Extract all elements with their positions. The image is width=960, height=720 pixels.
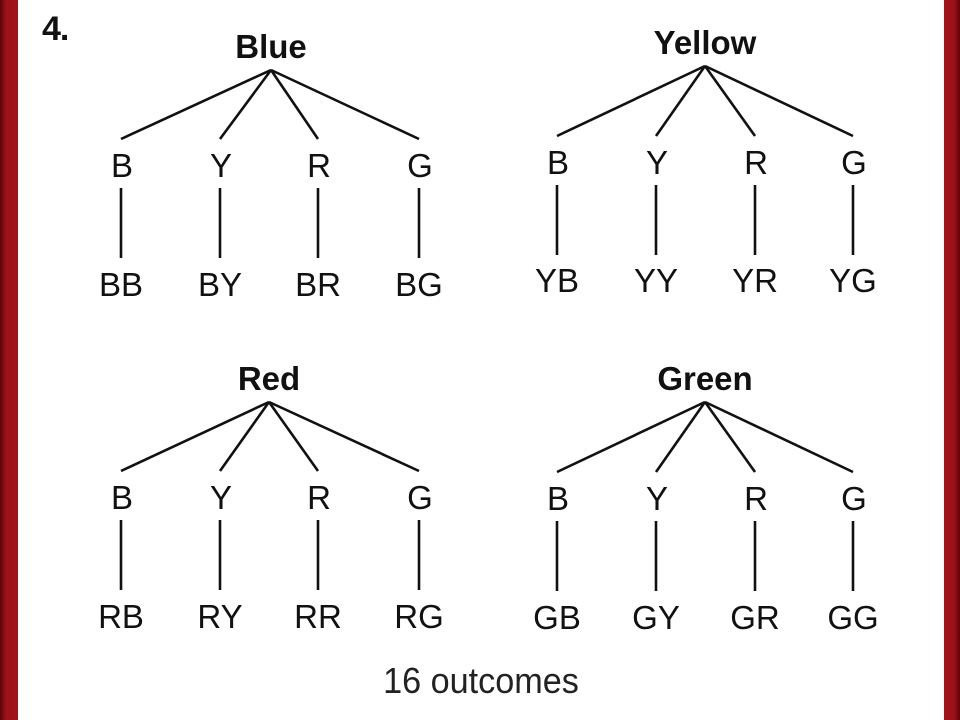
tree-root-label: Yellow [654,24,757,61]
tree-diagrams: BlueBBBYBYRBRGBGYellowBYBYYYRYRGYGRedBRB… [98,24,879,636]
branch-label: B [547,480,569,517]
branch-label: G [841,480,867,517]
tree-edge [267,401,320,472]
outcome-label: GY [632,599,680,636]
tree-edge [703,65,757,137]
branch-label: G [407,479,433,516]
outcome-label: GR [730,599,780,636]
tree-edge [268,400,420,473]
outcome-label: BG [395,266,443,303]
tree-edge [269,69,320,140]
outcome-label: RR [294,598,342,635]
problem-number: 4. [42,10,69,48]
tree-edge [703,401,757,473]
branch-label: G [407,147,433,184]
outcome-count: 16 outcomes [383,660,579,701]
branch-label: R [307,479,331,516]
outcome-label: RG [394,598,444,635]
branch-label: B [547,144,569,181]
tree-edge [704,400,854,474]
outcome-label: GG [827,599,878,636]
outcome-label: GB [533,599,581,636]
tree-edge [218,69,273,140]
outcome-label: BY [198,266,242,303]
tree-edge [556,400,706,474]
branch-label: Y [646,144,668,181]
branch-label: R [744,480,768,517]
outcome-label: BR [295,266,341,303]
tree-edge [120,400,270,473]
tree-edge [654,401,707,473]
tree-root-label: Red [238,360,300,397]
outcome-label: YB [535,262,579,299]
outcome-label: BB [99,266,143,303]
branch-label: B [111,479,133,516]
tree-root-label: Green [657,360,752,397]
outcome-label: YR [732,262,778,299]
tree-edge [704,64,854,138]
tree-edge [556,64,706,138]
branch-label: Y [210,147,232,184]
branch-label: Y [646,480,668,517]
outcome-label: RB [98,598,144,635]
branch-label: G [841,144,867,181]
branch-label: B [111,147,133,184]
branch-label: R [744,144,768,181]
tree-edge [270,68,420,141]
outcome-label: YY [634,262,678,299]
tree-edge [120,68,272,141]
branch-label: R [307,147,331,184]
branch-label: Y [210,479,232,516]
tree-root-label: Blue [235,28,307,65]
tree-edge [654,65,707,137]
outcome-label: RY [197,598,242,635]
outcome-label: YG [829,262,877,299]
tree-edge [218,401,271,472]
